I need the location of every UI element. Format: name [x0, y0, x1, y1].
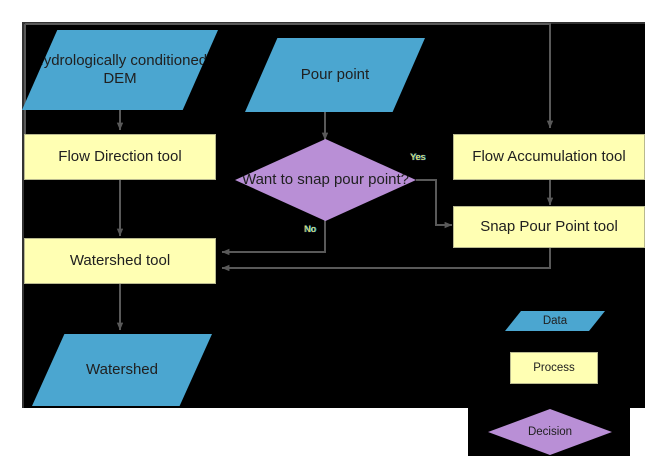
node-label: Flow Accumulation tool — [472, 147, 626, 165]
node-label: Hydrologically conditioned DEM — [32, 51, 208, 87]
legend-label: Process — [533, 361, 575, 374]
legend-item-process: Process — [510, 352, 598, 384]
node-label: Pour point — [300, 65, 370, 83]
node-flow-direction-tool[interactable]: Flow Direction tool — [24, 134, 216, 180]
legend-item-data: Data — [505, 311, 605, 331]
node-label: Flow Direction tool — [58, 147, 182, 165]
node-snap-pour-point-tool[interactable]: Snap Pour Point tool — [453, 206, 645, 248]
legend-label: Decision — [527, 425, 573, 438]
node-label: Watershed — [86, 360, 158, 378]
branch-label-yes: Yes — [410, 152, 426, 162]
node-hydrologically-conditioned-dem[interactable]: Hydrologically conditioned DEM — [22, 30, 218, 110]
legend-label: Data — [542, 314, 568, 327]
node-label: Watershed tool — [69, 251, 171, 269]
node-flow-accumulation-tool[interactable]: Flow Accumulation tool — [453, 134, 645, 180]
node-label: Want to snap pour point? — [241, 170, 410, 188]
node-watershed-tool[interactable]: Watershed tool — [24, 238, 216, 284]
node-watershed[interactable]: Watershed — [32, 334, 212, 406]
branch-label-no: No — [304, 224, 316, 234]
node-label: Snap Pour Point tool — [480, 217, 618, 235]
node-pour-point[interactable]: Pour point — [245, 38, 425, 112]
